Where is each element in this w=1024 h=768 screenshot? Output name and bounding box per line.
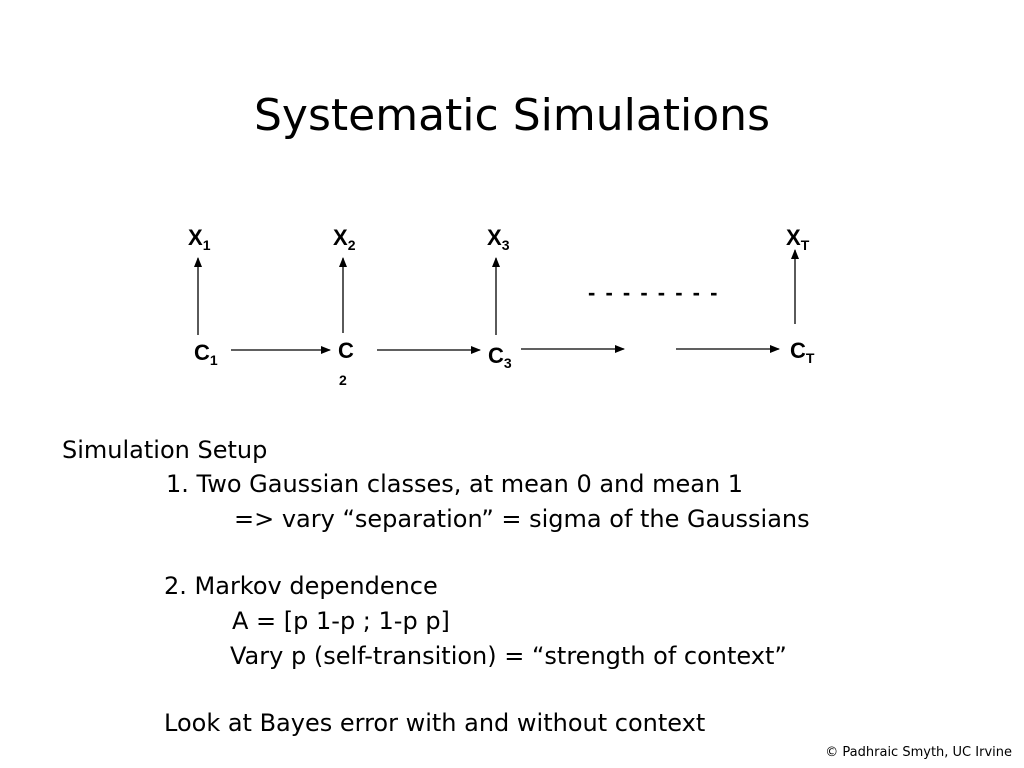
- node-x2: X2: [333, 225, 356, 253]
- setup-item-2: 2. Markov dependence: [164, 572, 438, 600]
- chain-ellipsis: - - - - - - - -: [588, 280, 720, 305]
- copyright-footer: © Padhraic Smyth, UC Irvine: [825, 745, 1012, 760]
- node-c1: C1: [194, 340, 218, 368]
- node-c2-sub: 2: [339, 372, 347, 388]
- node-c3-base: C: [488, 343, 504, 368]
- node-x2-base: X: [333, 225, 348, 250]
- slide-title: Systematic Simulations: [254, 90, 770, 141]
- node-c1-sub: 1: [209, 352, 218, 368]
- node-c2-base: C: [338, 338, 354, 363]
- node-c2: C 2: [338, 338, 354, 388]
- node-xt-base: X: [786, 225, 801, 250]
- node-ct-base: C: [790, 338, 806, 363]
- node-c3-sub: 3: [503, 355, 512, 371]
- setup-item-1: 1. Two Gaussian classes, at mean 0 and m…: [166, 470, 744, 498]
- setup-item-1-detail: => vary “separation” = sigma of the Gaus…: [234, 505, 810, 533]
- node-xt-sub: T: [800, 237, 810, 253]
- node-x3-base: X: [487, 225, 502, 250]
- node-x3-sub: 3: [501, 237, 510, 253]
- node-ct: CT: [790, 338, 815, 366]
- node-x1-base: X: [188, 225, 203, 250]
- node-ct-sub: T: [805, 350, 815, 366]
- node-x2-sub: 2: [347, 237, 356, 253]
- node-x3: X3: [487, 225, 510, 253]
- node-c1-base: C: [194, 340, 210, 365]
- node-x1-sub: 1: [202, 237, 211, 253]
- node-c3: C3: [488, 343, 512, 371]
- node-xt: XT: [786, 225, 810, 253]
- setup-conclusion: Look at Bayes error with and without con…: [164, 709, 706, 737]
- node-x1: X1: [188, 225, 211, 253]
- setup-item-2-detail: Vary p (self-transition) = “strength of …: [230, 642, 787, 670]
- setup-heading: Simulation Setup: [62, 436, 268, 464]
- setup-item-2-matrix: A = [p 1-p ; 1-p p]: [232, 607, 450, 635]
